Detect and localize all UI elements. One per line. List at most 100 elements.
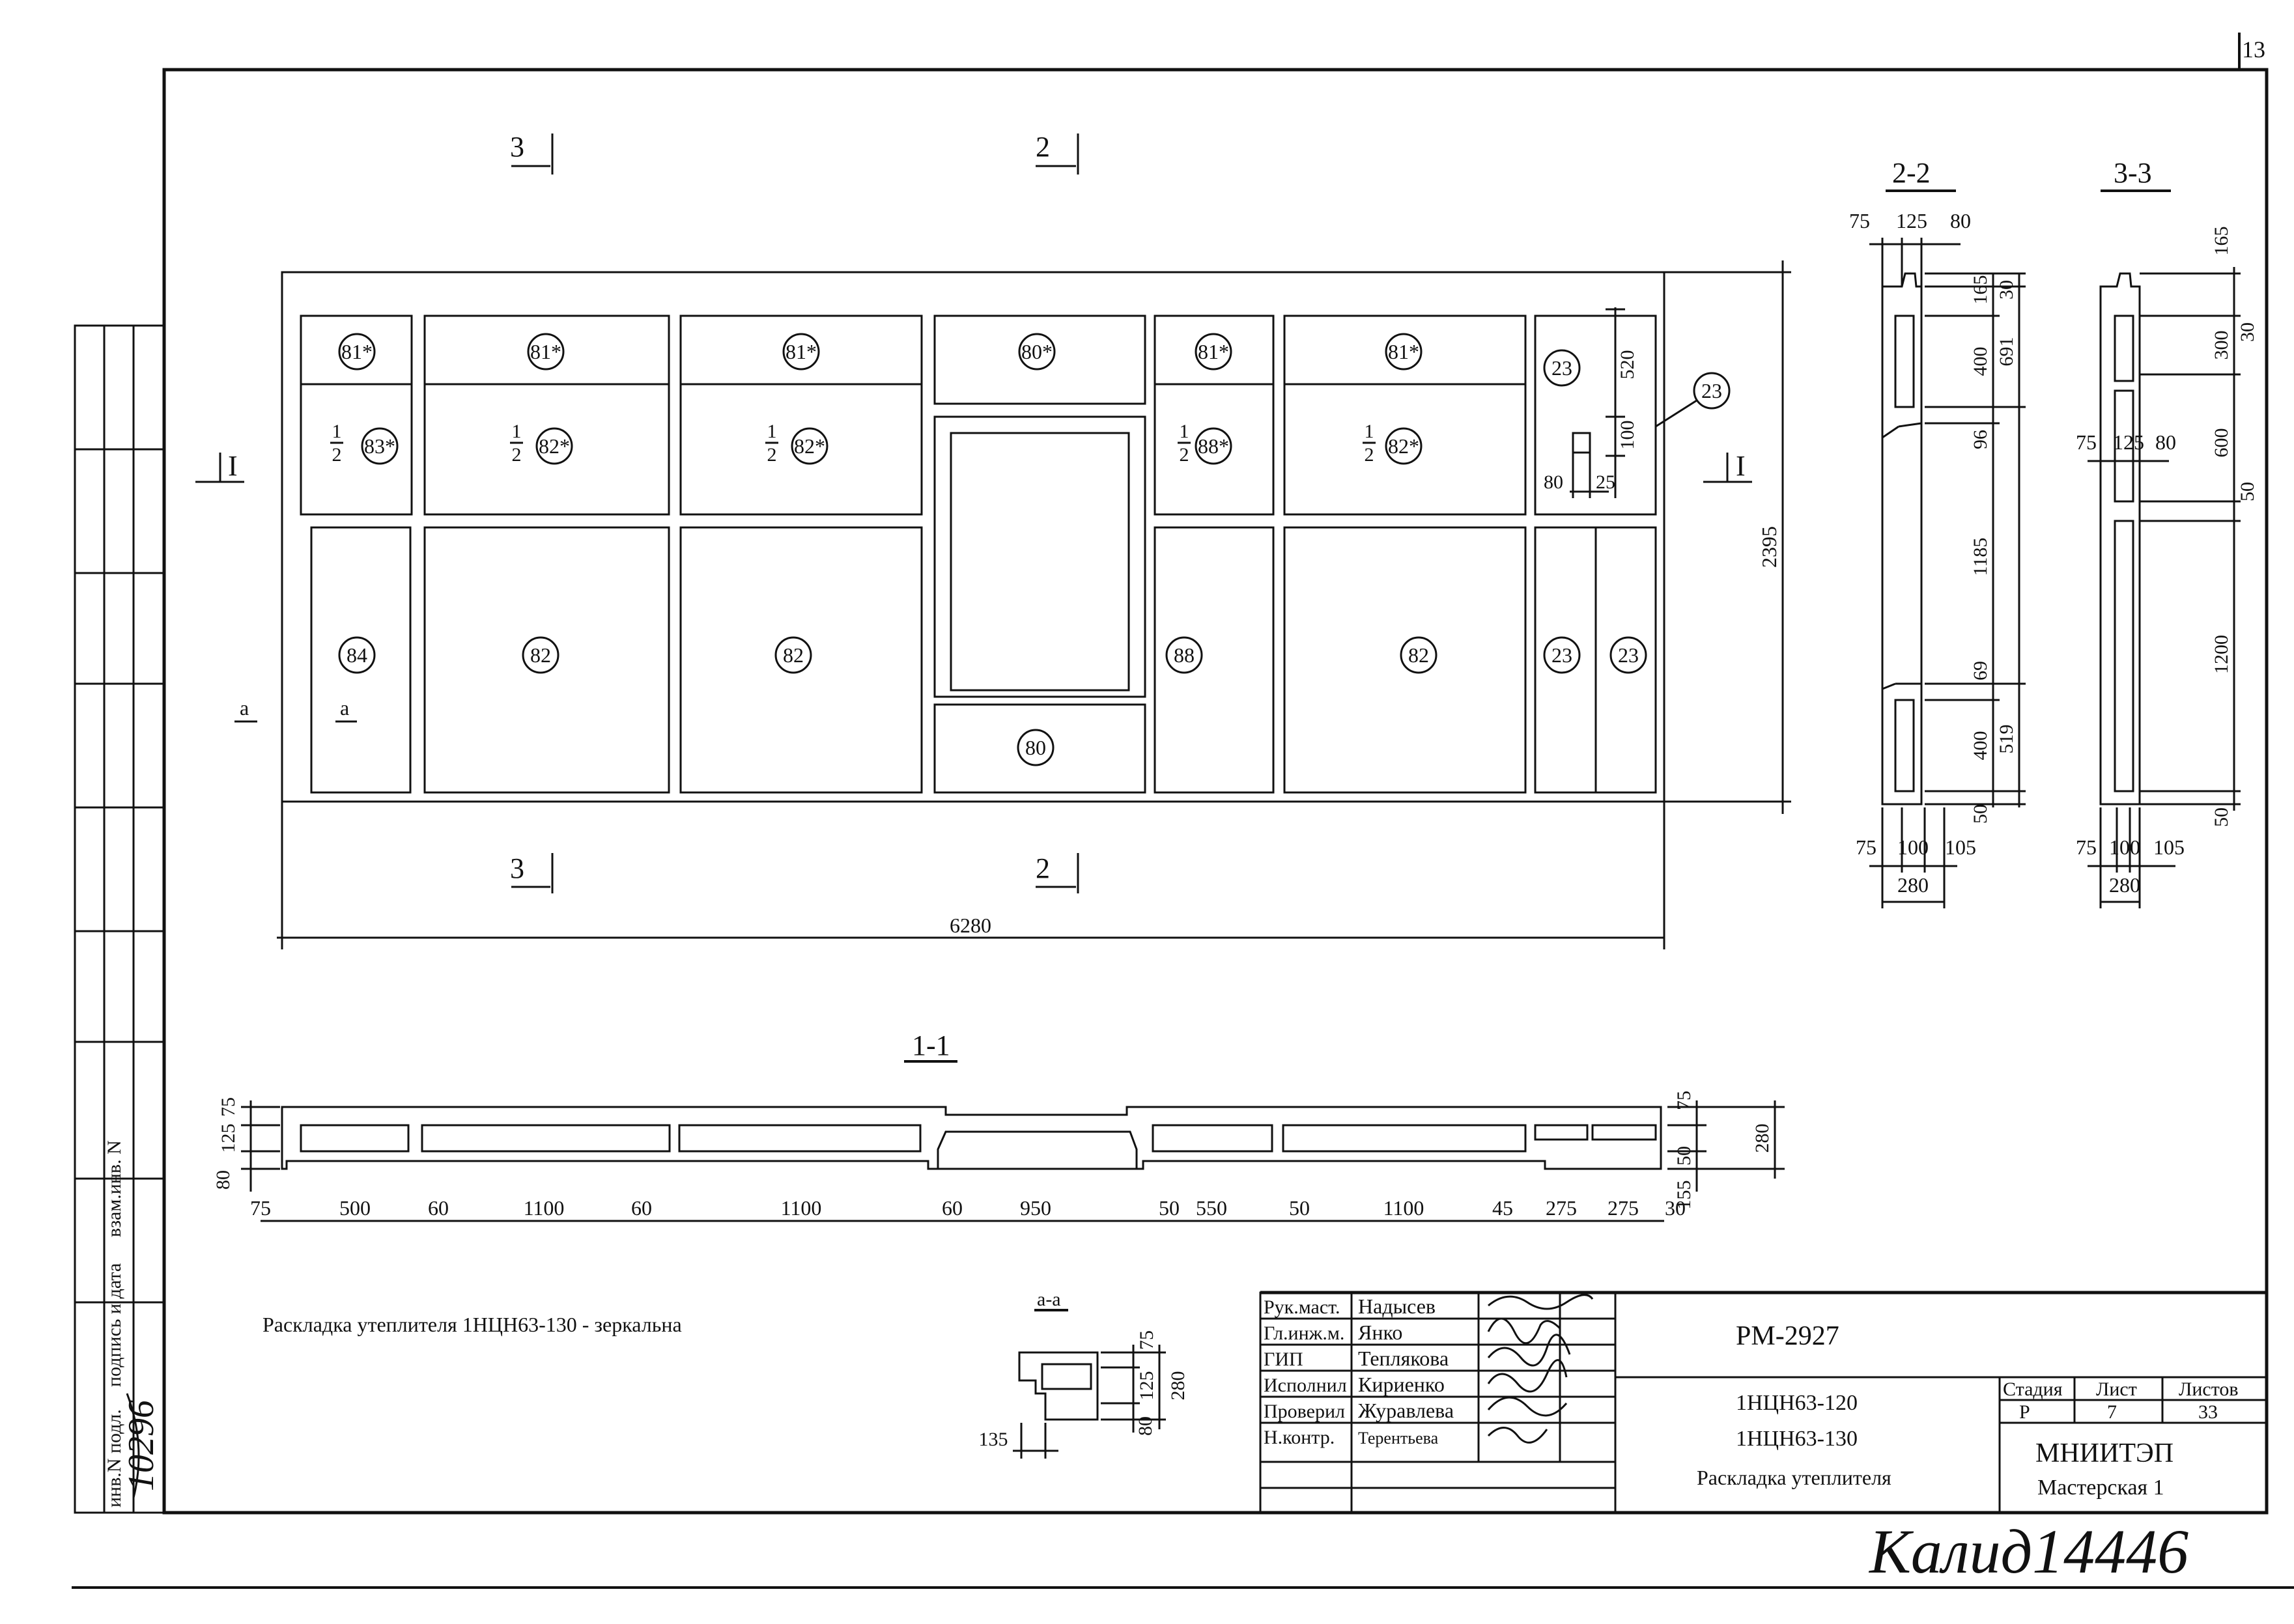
dim: 75 (1849, 209, 1870, 232)
dim: 50 (1673, 1146, 1695, 1166)
section-2-2 (1869, 189, 2026, 908)
fraction-num: 1 (767, 421, 777, 442)
dim: 691 (1996, 337, 2017, 367)
tag-label: 83* (364, 434, 395, 458)
organization: МНИИТЭП (2035, 1438, 2174, 1468)
role-label: Рук.маст. (1264, 1296, 1340, 1318)
tag-label: 82* (539, 434, 570, 458)
sheet-value: 7 (2107, 1401, 2117, 1423)
cut-label-a-left: а (240, 696, 249, 720)
dim: 45 (1492, 1196, 1513, 1220)
dim: 100 (1897, 835, 1929, 859)
tag-label: 80 (1025, 736, 1046, 759)
fraction-num: 1 (1365, 421, 1374, 442)
dim: 1100 (781, 1196, 822, 1220)
dim-100: 100 (1617, 421, 1638, 450)
person-name: Янко (1358, 1321, 1402, 1344)
dim: 125 (2113, 430, 2144, 454)
dim: 80 (2155, 430, 2176, 454)
dim: 125 (1136, 1371, 1157, 1401)
section-2-2-vertical-dims: 165 400 96 1185 69 400 50 30 691 519 (1970, 275, 2017, 824)
dim: 50 (2237, 482, 2258, 501)
left-strip-labels: инв.N подл. подпись и дата взам.инв. N 1… (104, 1140, 162, 1507)
dim-520: 520 (1617, 350, 1638, 380)
dim: 50 (1159, 1196, 1180, 1220)
stage-value: Р (2019, 1401, 2030, 1423)
dim: 125 (1896, 209, 1927, 232)
tag-label: 81* (530, 340, 561, 363)
section-1-1-right-dims: 75 50 155 280 (1673, 1091, 1773, 1210)
section-3-3-bottom-dims: 75 100 105 280 (2076, 835, 2185, 897)
dim-80: 80 (1544, 471, 1563, 493)
dim: 80 (1135, 1416, 1156, 1436)
dim: 280 (1751, 1124, 1773, 1153)
fraction-den: 2 (1365, 444, 1374, 466)
sheets-label: Листов (2179, 1379, 2239, 1400)
department: Мастерская 1 (2037, 1476, 2164, 1500)
panel-elevation (281, 271, 1665, 803)
cut-label-2-bottom: 2 (1036, 852, 1050, 884)
tag-label: 81* (1388, 340, 1419, 363)
dim: 75 (1136, 1330, 1157, 1350)
tag-label: 82 (783, 643, 804, 667)
dim: 60 (428, 1196, 449, 1220)
dim: 60 (631, 1196, 652, 1220)
fraction-num: 1 (1180, 421, 1189, 442)
tag-label: 23 (1618, 643, 1639, 667)
dim: 1100 (1383, 1196, 1424, 1220)
dim-overall-width: 6280 (950, 914, 991, 937)
person-name: Терентьева (1358, 1429, 1439, 1448)
section-3-3-right-dims: 165 30 300 600 50 1200 50 (2211, 227, 2258, 828)
dim: 80 (1950, 209, 1971, 232)
dim: 80 (212, 1170, 234, 1190)
role-label: Гл.инж.м. (1264, 1323, 1344, 1344)
dim: 30 (1996, 280, 2017, 300)
tag-label: 82 (530, 643, 551, 667)
dim: 275 (1607, 1196, 1639, 1220)
dim: 100 (2109, 835, 2140, 859)
overall-dimension-lines (277, 260, 1791, 949)
section-a-a-dims: 75 125 80 280 135 (979, 1330, 1189, 1450)
section-a-a (1013, 1309, 1166, 1459)
dim: 165 (2211, 227, 2232, 256)
cut-label-3-top: 3 (510, 131, 524, 163)
product-code-2: 1НЦН63-130 (1736, 1427, 1858, 1451)
inv-podl-label: инв.N подл. (104, 1409, 125, 1507)
dim: 550 (1196, 1196, 1227, 1220)
sheet-label: Лист (2096, 1379, 2137, 1400)
dim: 165 (1970, 275, 1991, 305)
cut-label-2-top: 2 (1036, 131, 1050, 163)
section-a-a-title: а-а (1037, 1289, 1061, 1310)
dim: 50 (1970, 804, 1991, 824)
section-3-3-mid-dims: 75 125 80 (2076, 430, 2176, 454)
dim: 600 (2211, 428, 2232, 458)
dim: 96 (1970, 430, 1991, 449)
role-label: ГИП (1264, 1349, 1303, 1370)
section-cut-markers (195, 133, 1752, 893)
sheet-corner-number: 13 (2242, 36, 2265, 63)
section-1-1 (241, 1060, 1785, 1222)
dim: 105 (2153, 835, 2185, 859)
dim-total: 280 (1897, 873, 1929, 897)
tag-label: 82* (1388, 434, 1419, 458)
dim: 75 (1673, 1091, 1695, 1110)
dim: 50 (1289, 1196, 1310, 1220)
tag-label: 81* (1198, 340, 1229, 363)
dim: 75 (2076, 835, 2097, 859)
person-name: Теплякова (1358, 1347, 1449, 1370)
section-2-2-bottom-dims: 75 100 105 280 (1856, 835, 1976, 897)
role-label: Исполнил (1264, 1375, 1347, 1396)
fraction-den: 2 (1180, 444, 1189, 466)
dim: 400 (1970, 731, 1991, 761)
dim: 75 (250, 1196, 271, 1220)
dim: 275 (1546, 1196, 1577, 1220)
dim: 30 (1665, 1196, 1686, 1220)
dim: 60 (942, 1196, 963, 1220)
cut-label-3-bottom: 3 (510, 852, 524, 884)
dim: 400 (1970, 347, 1991, 376)
section-1-1-left-dims: 75 125 80 (212, 1097, 239, 1190)
podpis-label: подпись и дата (104, 1263, 125, 1387)
tag-label: 82* (794, 434, 825, 458)
dim-total: 280 (2109, 873, 2140, 897)
dim-overall-height: 2395 (1757, 526, 1781, 568)
